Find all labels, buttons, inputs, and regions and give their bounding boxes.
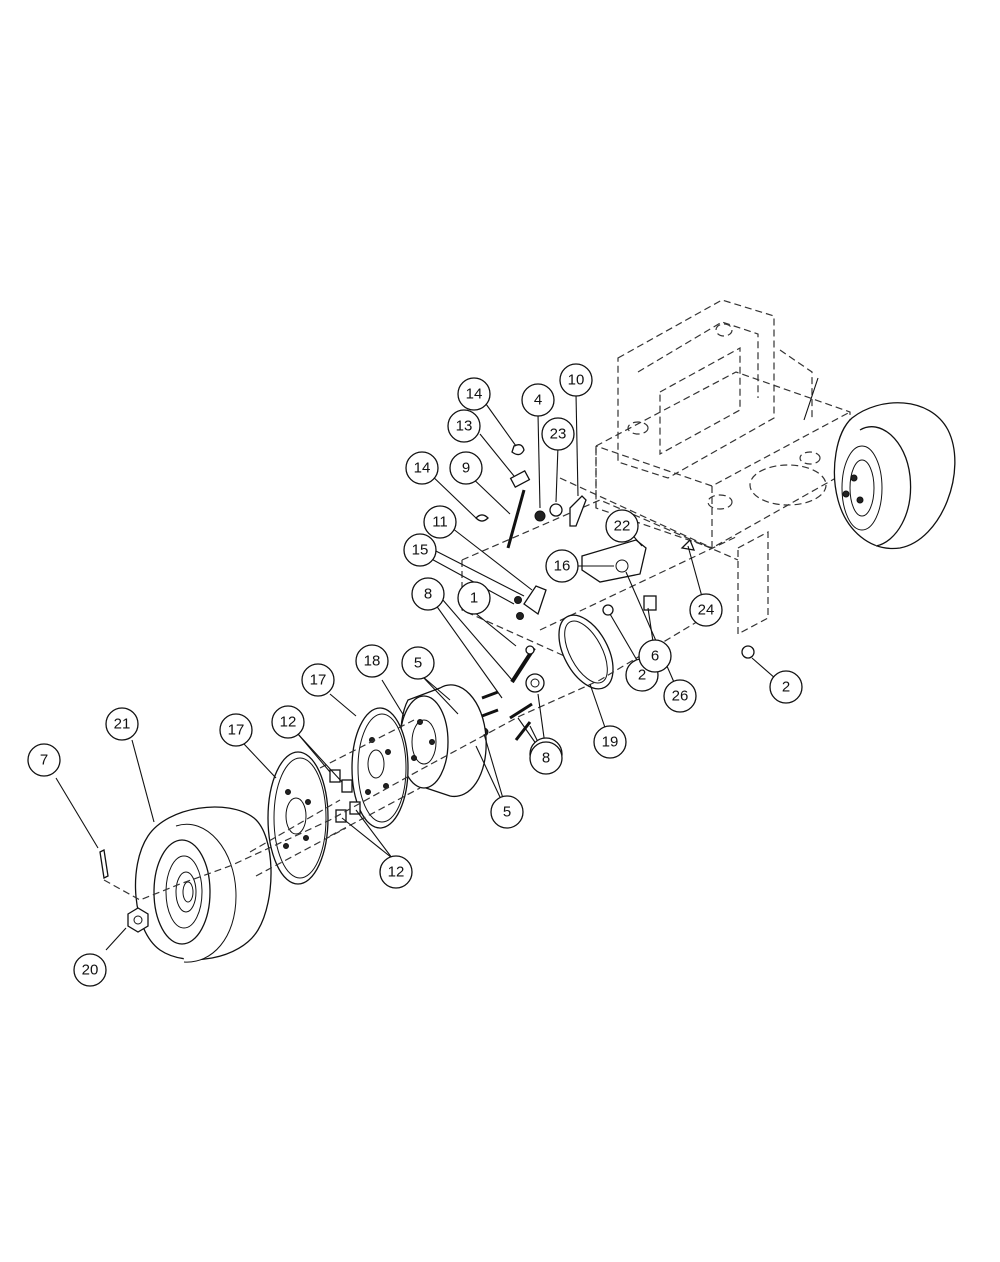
svg-text:8: 8 <box>542 750 550 767</box>
chassis-frame <box>461 299 851 673</box>
svg-text:13: 13 <box>456 418 473 435</box>
callout-15: 15 <box>403 533 437 567</box>
callout-12-bottom: 12 <box>379 855 413 889</box>
callout-26: 26 <box>663 679 697 713</box>
callout-21: 21 <box>105 707 139 741</box>
svg-text:16: 16 <box>554 558 571 575</box>
callout-17-left: 17 <box>219 713 253 747</box>
brake-band <box>558 614 614 690</box>
callout-22: 22 <box>605 509 639 543</box>
svg-text:15: 15 <box>412 542 429 559</box>
callout-8-top: 8 <box>411 577 445 611</box>
bolts-and-washer <box>481 645 545 741</box>
svg-text:1: 1 <box>470 590 478 607</box>
front-wheel <box>134 806 272 963</box>
callout-18: 18 <box>355 644 389 678</box>
callout-9: 9 <box>449 451 483 485</box>
callout-5-top: 5 <box>401 646 435 680</box>
svg-text:2: 2 <box>638 667 646 684</box>
callout-16: 16 <box>545 549 579 583</box>
callout-13: 13 <box>447 409 481 443</box>
svg-text:14: 14 <box>466 386 483 403</box>
svg-text:12: 12 <box>388 864 405 881</box>
svg-text:21: 21 <box>114 716 131 733</box>
svg-text:19: 19 <box>602 734 619 751</box>
callout-11: 11 <box>423 505 457 539</box>
brake-linkage <box>475 444 755 659</box>
assembly-axis <box>103 619 701 901</box>
svg-text:9: 9 <box>462 460 470 477</box>
callout-14-left: 14 <box>405 451 439 485</box>
svg-text:26: 26 <box>672 688 689 705</box>
callout-12-top: 12 <box>271 705 305 739</box>
svg-text:4: 4 <box>534 392 542 409</box>
svg-text:22: 22 <box>614 518 631 535</box>
cotter-pin-and-nut <box>99 849 149 933</box>
callout-8-bottom: 8 <box>529 741 563 775</box>
svg-text:23: 23 <box>550 426 567 443</box>
callout-7: 7 <box>27 743 61 777</box>
svg-text:17: 17 <box>310 672 327 689</box>
right-wheel-background <box>833 402 956 550</box>
callout-4: 4 <box>521 383 555 417</box>
callout-14-top: 14 <box>457 377 491 411</box>
svg-text:2: 2 <box>782 679 790 696</box>
callout-5-bottom: 5 <box>490 795 524 829</box>
callout-23: 23 <box>541 417 575 451</box>
svg-text:8: 8 <box>424 586 432 603</box>
svg-text:12: 12 <box>280 714 297 731</box>
callout-17-right: 17 <box>301 663 335 697</box>
callout-1: 1 <box>457 581 491 615</box>
callout-20: 20 <box>73 953 107 987</box>
svg-text:18: 18 <box>364 653 381 670</box>
svg-text:17: 17 <box>228 722 245 739</box>
svg-text:10: 10 <box>568 372 585 389</box>
hub-plate-right <box>351 707 409 829</box>
callout-6: 6 <box>638 639 672 673</box>
svg-text:5: 5 <box>414 655 422 672</box>
callout-24: 24 <box>689 593 723 627</box>
callout-2-right: 2 <box>769 670 803 704</box>
svg-text:20: 20 <box>82 962 99 979</box>
svg-text:14: 14 <box>414 460 431 477</box>
svg-text:11: 11 <box>432 514 448 531</box>
callout-19: 19 <box>593 725 627 759</box>
svg-text:5: 5 <box>503 804 511 821</box>
hub-plate-left <box>267 751 329 885</box>
wheel-studs <box>329 769 361 823</box>
svg-text:7: 7 <box>40 752 48 769</box>
svg-text:6: 6 <box>651 648 659 665</box>
callout-10: 10 <box>559 363 593 397</box>
svg-text:24: 24 <box>698 602 715 619</box>
